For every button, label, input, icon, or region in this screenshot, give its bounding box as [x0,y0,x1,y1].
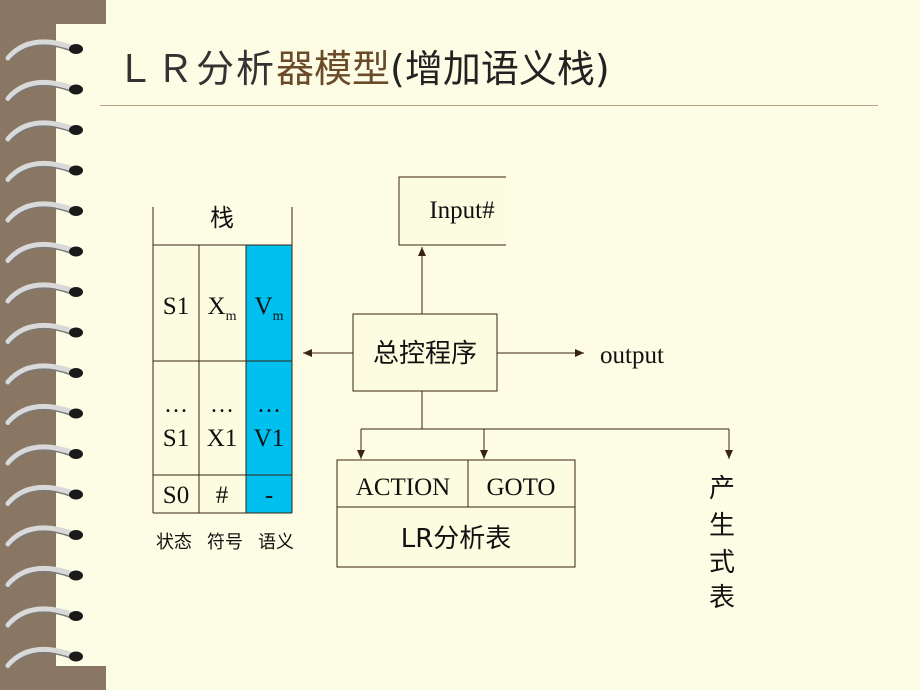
top-symbol-main: X [208,293,226,320]
controller-label: 总控程序 [373,339,477,369]
col-label-semantic: 语义 [258,532,294,553]
binding-ring [5,485,83,507]
binding-ring [5,647,83,669]
controller-box: 总控程序 [352,313,498,392]
top-semantic: Vm [255,293,284,324]
output-label: output [600,342,664,369]
bottom-state: S0 [163,482,189,509]
top-symbol: Xm [208,293,237,324]
binding-ring [5,606,83,628]
stack-label: 栈 [210,204,234,232]
mid-semantic: V1 [254,425,285,452]
title-paren: (增加语义栈) [390,47,610,91]
lr-table-action: ACTION [356,474,450,501]
binding-ring [5,80,83,102]
mid-state: S1 [163,425,189,452]
mid-symbol: X1 [207,425,238,452]
lr-table: ACTION GOTO LR分析表 [336,459,576,568]
bottom-symbol: # [216,482,229,509]
input-box-label: Input# [429,197,495,224]
title-rule [100,105,878,106]
controller-box-rect [352,313,498,392]
input-box-fill [399,177,506,245]
binding-ring [5,161,83,183]
binding-ring [5,444,83,466]
mid-ellipsis-state: … [164,392,188,418]
binding-ring [5,39,83,61]
binding-ring [5,525,83,547]
binding-ring [5,201,83,223]
input-box-border [398,176,506,246]
binding-ring [5,282,83,304]
mid-ellipsis-symbol: … [210,392,234,418]
binding-ring [5,242,83,264]
binding-ring [5,566,83,588]
production-char-4: 表 [709,583,735,613]
stack-semantic-column [246,245,292,513]
page-title: ＬＲ分析器模型(增加语义栈) [116,38,610,93]
binding-ring [5,404,83,426]
input-box: Input# [398,176,506,246]
bottom-semantic: - [265,482,273,509]
binding-ring [5,363,83,385]
top-symbol-sub: m [226,309,237,324]
top-semantic-main: V [255,293,273,320]
top-state: S1 [163,293,189,320]
production-char-2: 生 [709,511,735,541]
mid-ellipsis-semantic: … [257,392,281,418]
title-prefix: ＬＲ分析 [116,47,277,91]
col-label-symbol: 符号 [207,532,243,553]
binding-ring [5,323,83,345]
col-label-state: 状态 [156,532,192,553]
title-emph: 器模型 [276,47,391,91]
production-char-3: 式 [709,548,735,578]
lr-table-rect [336,459,576,568]
lr-table-label: LR分析表 [401,524,512,554]
binding-ring [5,120,83,142]
production-table-label: 产 生 式 表 [709,474,735,613]
production-char-1: 产 [709,474,735,504]
top-semantic-sub: m [273,309,284,324]
stack: 栈 S1 Xm Vm … … … S1 X1 V1 S0 # - 状态 符号 语… [152,204,294,553]
lr-table-goto: GOTO [487,474,556,501]
spiral-binding [5,39,83,669]
